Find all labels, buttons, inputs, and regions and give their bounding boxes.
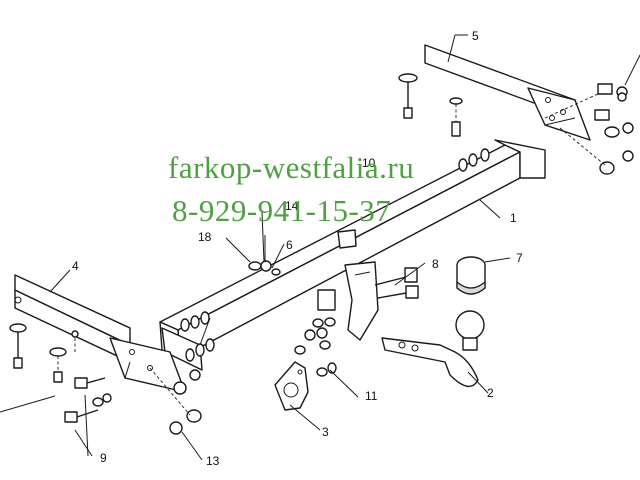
callout-7: 7	[516, 251, 523, 265]
center-mount-plate	[317, 229, 379, 341]
watermark-site: farkop-westfalia.ru	[168, 150, 415, 185]
callout-labels: 5 1 8 7 2 11 3 4 9 13 18 6 14 10	[72, 29, 523, 468]
callout-5: 5	[472, 29, 479, 43]
right-mounting-bracket	[424, 44, 591, 141]
callout-18: 18	[198, 230, 212, 244]
socket-plate	[274, 361, 309, 411]
left-mounting-bracket	[14, 274, 186, 393]
callout-14: 14	[285, 199, 299, 213]
callout-4: 4	[72, 259, 79, 273]
callout-3: 3	[322, 425, 329, 439]
ball-cover	[456, 256, 486, 295]
callout-10: 10	[362, 156, 376, 170]
callout-6: 6	[286, 238, 293, 252]
leader-lines	[0, 34, 640, 461]
tow-arm	[381, 310, 485, 388]
callout-8: 8	[432, 257, 439, 271]
callout-11: 11	[365, 389, 378, 403]
callout-13: 13	[206, 454, 220, 468]
callout-2: 2	[487, 386, 494, 400]
callout-9: 9	[100, 451, 107, 465]
fastener-hardware	[9, 73, 634, 435]
watermark-phone: 8-929-941-15-37	[172, 193, 392, 228]
callout-1: 1	[510, 211, 517, 225]
